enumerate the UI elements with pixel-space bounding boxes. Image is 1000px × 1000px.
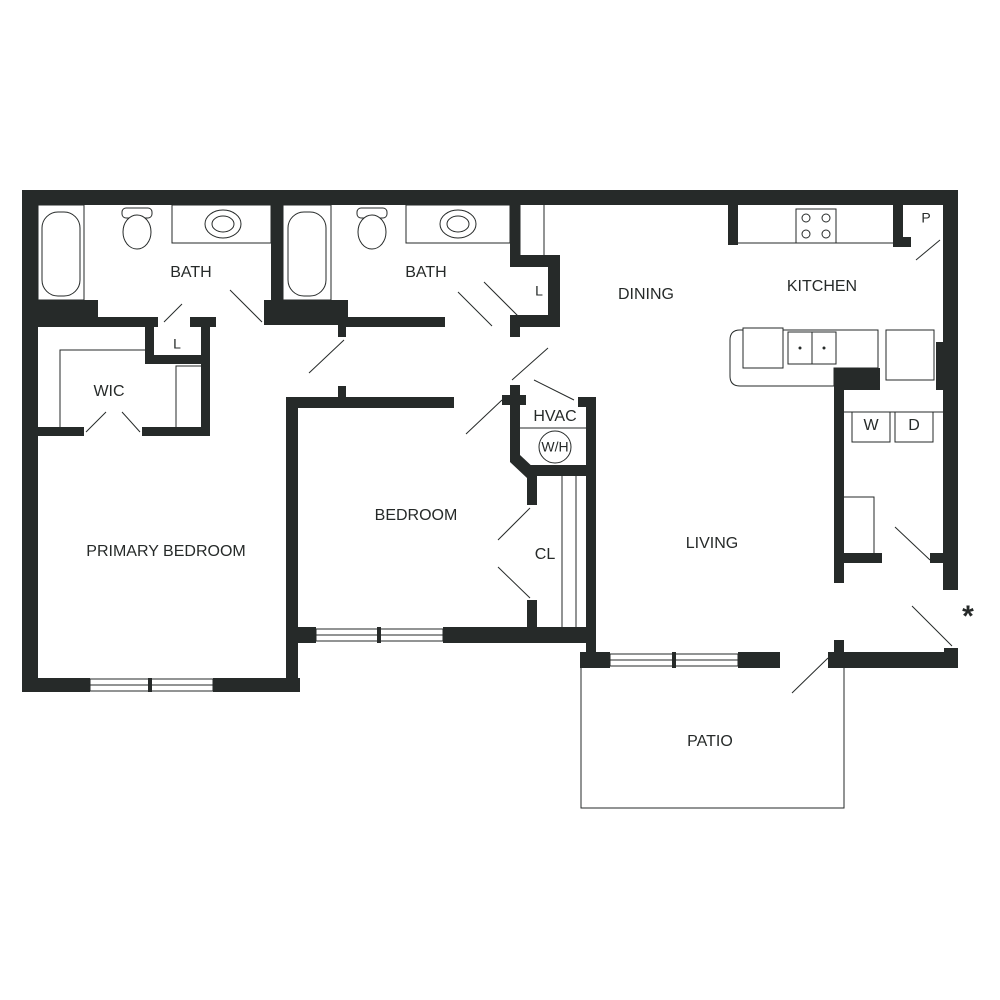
wall-pantry-left bbox=[893, 205, 903, 247]
room-labels: BATH BATH DINING KITCHEN P L L WIC PRIMA… bbox=[86, 210, 974, 751]
door-primary-bedroom bbox=[308, 339, 345, 374]
wall-wic-bottom-left bbox=[22, 427, 84, 436]
stove bbox=[795, 208, 837, 244]
label-linen-right: L bbox=[535, 283, 543, 299]
refrigerator bbox=[885, 329, 935, 381]
wall-kitchen-stub bbox=[728, 205, 738, 245]
wall-wic-bottom-right bbox=[142, 427, 210, 436]
wall-bath-right-stub bbox=[338, 317, 346, 337]
wall-right-bottom-stub bbox=[944, 648, 958, 668]
label-bath-right: BATH bbox=[405, 264, 446, 281]
wall-between-baths bbox=[271, 190, 283, 325]
wall-living-bottom-left bbox=[580, 652, 610, 668]
washer bbox=[851, 411, 891, 443]
wall-left bbox=[22, 190, 38, 692]
label-closet: CL bbox=[535, 546, 556, 563]
wall-hvac-left bbox=[510, 385, 520, 457]
wall-bath-right-side bbox=[510, 205, 520, 267]
label-pantry: P bbox=[921, 210, 930, 226]
wall-linen-right-bottom bbox=[510, 315, 560, 327]
label-water-heater: W/H bbox=[541, 439, 568, 455]
wall-primary-bedroom-divider bbox=[286, 397, 298, 692]
wall-hvac-top-left bbox=[502, 395, 526, 405]
wall-bath-right-tub bbox=[264, 300, 348, 325]
wall-hvac-bottom bbox=[527, 465, 596, 476]
wall-bath-left-bottom-right bbox=[190, 317, 216, 327]
wall-primary-bottom-left bbox=[22, 678, 90, 692]
wall-bedroom-top-stub bbox=[338, 386, 346, 400]
wall-bedroom-bottom-left bbox=[286, 627, 316, 643]
wall-primary-bottom-right bbox=[213, 678, 300, 692]
wall-cl-bottom-stub bbox=[527, 600, 537, 630]
wall-linen-right-stub bbox=[510, 315, 520, 337]
label-asterisk: * bbox=[962, 600, 974, 633]
wall-top bbox=[22, 190, 958, 205]
wall-bath-left-tub bbox=[38, 300, 98, 320]
wall-bedroom-top bbox=[286, 397, 454, 408]
water-heater bbox=[538, 430, 572, 464]
label-hvac: HVAC bbox=[533, 408, 576, 425]
label-living: LIVING bbox=[686, 535, 738, 552]
door-hvac-2 bbox=[533, 379, 575, 401]
door-pantry bbox=[915, 239, 941, 261]
label-linen-left: L bbox=[173, 336, 181, 352]
doors bbox=[85, 239, 953, 694]
door-linen-left bbox=[163, 303, 183, 323]
wall-laundry-bottom bbox=[834, 553, 882, 563]
wall-laundry-top bbox=[834, 368, 880, 390]
door-bath-left bbox=[229, 289, 263, 323]
label-dryer: D bbox=[908, 417, 920, 434]
wall-cl-top-stub bbox=[527, 465, 537, 505]
wall-laundry-left bbox=[834, 368, 844, 583]
wall-linen-left-bottom bbox=[145, 355, 210, 364]
door-linen-right bbox=[483, 281, 519, 317]
wall-pantry-bottom bbox=[893, 237, 911, 247]
thin-lines bbox=[59, 205, 944, 809]
dryer bbox=[894, 411, 934, 443]
wall-living-door-stub bbox=[834, 640, 844, 660]
wall-laundry-right-thick bbox=[936, 342, 958, 390]
door-closet-2 bbox=[497, 566, 531, 599]
wall-linen-left-l bbox=[145, 327, 154, 362]
label-dining: DINING bbox=[618, 286, 674, 303]
door-closet-1 bbox=[497, 507, 531, 541]
label-kitchen: KITCHEN bbox=[787, 278, 857, 295]
wall-bath-left-bottom bbox=[38, 317, 158, 327]
door-bath-right bbox=[457, 291, 493, 327]
wall-bath-right-bottom bbox=[340, 317, 445, 327]
label-patio: PATIO bbox=[687, 733, 733, 750]
wall-living-bottom-right bbox=[828, 652, 958, 668]
door-laundry bbox=[894, 526, 931, 561]
door-patio bbox=[791, 657, 829, 694]
dishwasher bbox=[742, 327, 784, 369]
door-entry bbox=[911, 605, 953, 647]
wall-hvac-right bbox=[586, 397, 596, 667]
label-bath-left: BATH bbox=[170, 264, 211, 281]
wall-living-bottom-mid bbox=[738, 652, 780, 668]
door-wic-right bbox=[121, 411, 141, 433]
door-wic-left bbox=[85, 411, 107, 433]
wall-linen-left-r bbox=[201, 327, 210, 435]
door-hvac-1 bbox=[511, 347, 549, 381]
wall-linen-right-top bbox=[510, 255, 560, 267]
label-washer: W bbox=[863, 417, 879, 434]
wall-linen-right-side bbox=[548, 255, 560, 327]
wall-laundry-bottom-right bbox=[930, 553, 958, 563]
windows bbox=[89, 627, 739, 692]
fixtures bbox=[37, 204, 935, 464]
walls bbox=[22, 190, 958, 692]
door-bedroom bbox=[465, 399, 503, 435]
label-primary-bedroom: PRIMARY BEDROOM bbox=[86, 543, 245, 560]
label-bedroom: BEDROOM bbox=[375, 507, 458, 524]
label-wic: WIC bbox=[93, 383, 124, 400]
wall-bedroom-bottom-right bbox=[443, 627, 596, 643]
